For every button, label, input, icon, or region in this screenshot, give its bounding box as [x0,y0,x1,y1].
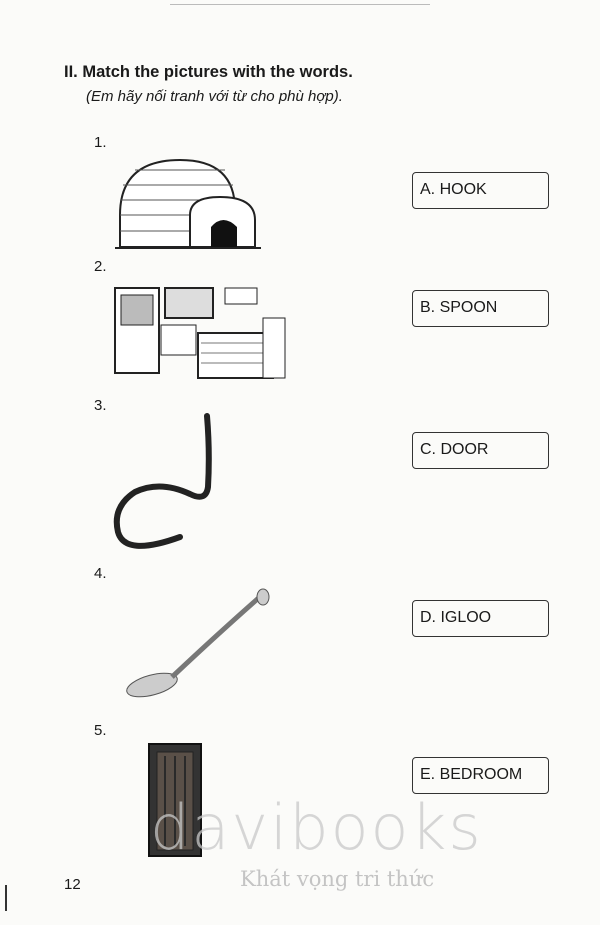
word-box-igloo[interactable]: D. IGLOO [412,600,549,637]
item-number: 1. [94,134,107,151]
margin-mark [5,885,7,911]
word-box-spoon[interactable]: B. SPOON [412,290,549,327]
door-picture [148,743,202,857]
exercise-subtitle: (Em hãy nối tranh với từ cho phù hợp). [86,88,343,105]
hook-picture [113,413,212,549]
top-rule [170,4,430,5]
word-box-bedroom[interactable]: E. BEDROOM [412,757,549,794]
exercise-title: II. Match the pictures with the words. [64,63,353,81]
page-number: 12 [64,876,81,893]
item-number: 2. [94,258,107,275]
watermark-brand: davibooks [150,791,483,864]
word-box-hook[interactable]: A. HOOK [412,172,549,209]
spoon-picture [126,588,270,698]
word-box-door[interactable]: C. DOOR [412,432,549,469]
watermark-slogan: Khát vọng tri thức [240,867,435,891]
item-number: 5. [94,722,107,739]
item-number: 4. [94,565,107,582]
bedroom-picture [114,287,286,379]
item-number: 3. [94,397,107,414]
igloo-picture [115,158,261,249]
